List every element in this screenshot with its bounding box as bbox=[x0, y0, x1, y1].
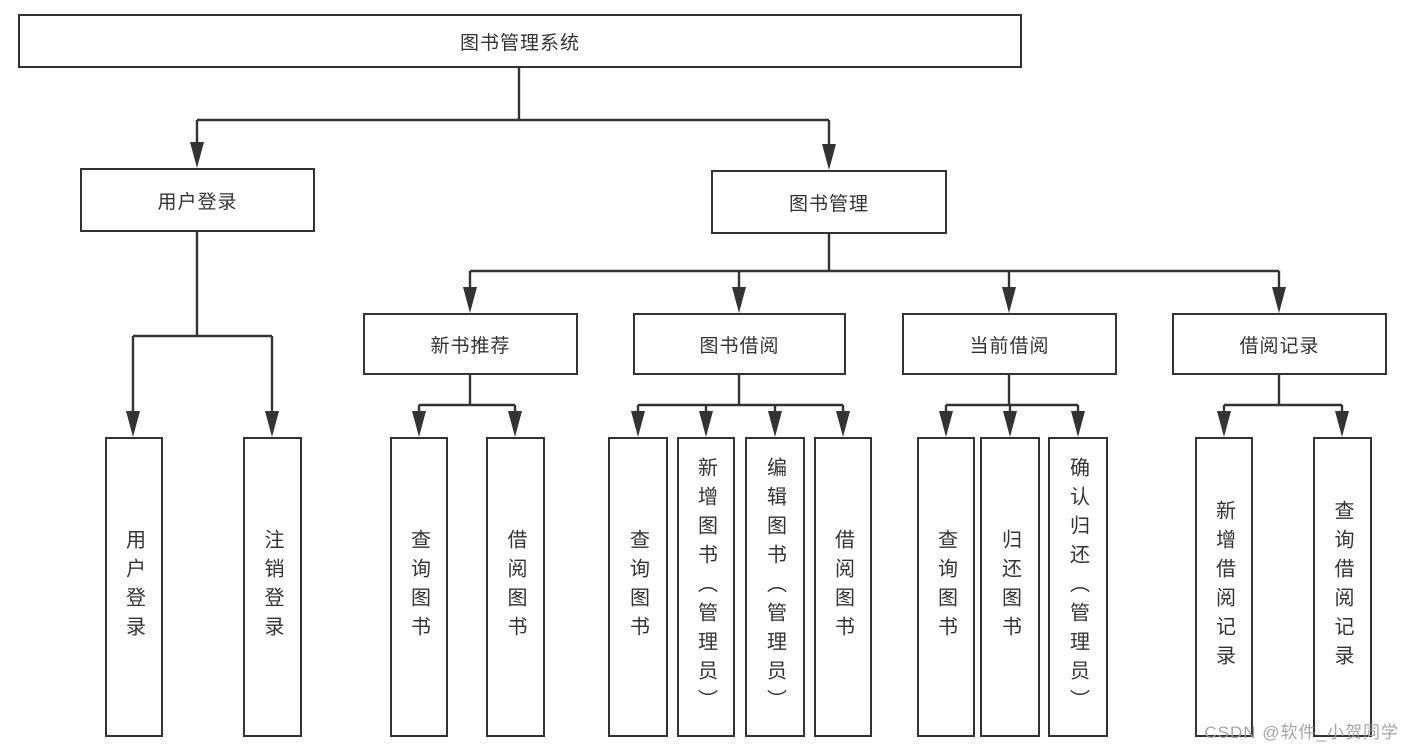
node-new-book-recommend-label: 新书推荐 bbox=[430, 335, 511, 357]
leaf-query-books-current: 查询图书 bbox=[917, 437, 975, 737]
node-new-book-recommend: 新书推荐 bbox=[363, 313, 578, 375]
leaf-return-books: 归还图书 bbox=[980, 437, 1040, 737]
node-current-borrowing: 当前借阅 bbox=[902, 313, 1117, 375]
leaf-query-books-recommend: 查询图书 bbox=[390, 437, 448, 737]
csdn-watermark: CSDN @软件_小贺同学 bbox=[1204, 723, 1399, 742]
leaf-query-borrow-record-label: 查询借阅记录 bbox=[1331, 500, 1353, 674]
leaf-edit-books-admin: 编辑图书（管理员） bbox=[745, 437, 805, 737]
node-user-login: 用户登录 bbox=[80, 168, 315, 232]
node-book-management-label: 图书管理 bbox=[788, 193, 869, 215]
leaf-query-books-current-label: 查询图书 bbox=[934, 529, 957, 645]
leaf-user-login: 用户登录 bbox=[105, 437, 163, 737]
leaf-edit-books-admin-label: 编辑图书（管理员） bbox=[763, 456, 786, 718]
leaf-add-borrow-record: 新增借阅记录 bbox=[1195, 437, 1253, 737]
leaf-borrow-books-borrowing-label: 借阅图书 bbox=[831, 529, 854, 645]
leaf-borrow-books-recommend: 借阅图书 bbox=[486, 437, 545, 737]
node-current-borrowing-label: 当前借阅 bbox=[969, 335, 1050, 357]
node-book-management: 图书管理 bbox=[711, 170, 947, 234]
node-root-library-system: 图书管理系统 bbox=[18, 14, 1022, 68]
leaf-logout: 注销登录 bbox=[243, 437, 302, 737]
node-borrowing-records-label: 借阅记录 bbox=[1239, 335, 1320, 357]
leaf-add-borrow-record-label: 新增借阅记录 bbox=[1212, 500, 1235, 674]
leaf-confirm-return-admin: 确认归还（管理员） bbox=[1048, 437, 1108, 737]
leaf-query-books-recommend-label: 查询图书 bbox=[407, 529, 430, 645]
leaf-borrow-books-recommend-label: 借阅图书 bbox=[504, 529, 526, 645]
leaf-query-borrow-record: 查询借阅记录 bbox=[1313, 437, 1372, 737]
leaf-borrow-books-borrowing: 借阅图书 bbox=[814, 437, 872, 737]
node-book-borrowing: 图书借阅 bbox=[633, 313, 846, 375]
connector-paths bbox=[131, 68, 1344, 415]
connector-arrowheads bbox=[126, 142, 1349, 437]
node-user-login-label: 用户登录 bbox=[157, 191, 238, 213]
leaf-user-login-label: 用户登录 bbox=[122, 529, 145, 645]
leaf-return-books-label: 归还图书 bbox=[998, 529, 1021, 645]
leaf-confirm-return-admin-label: 确认归还（管理员） bbox=[1066, 456, 1089, 718]
node-borrowing-records: 借阅记录 bbox=[1172, 313, 1387, 375]
leaf-query-books-borrowing-label: 查询图书 bbox=[626, 529, 649, 645]
node-book-borrowing-label: 图书借阅 bbox=[699, 335, 780, 357]
leaf-add-books-admin-label: 新增图书（管理员） bbox=[694, 456, 717, 718]
leaf-logout-label: 注销登录 bbox=[261, 529, 283, 645]
leaf-query-books-borrowing: 查询图书 bbox=[608, 437, 668, 737]
node-root-label: 图书管理系统 bbox=[459, 32, 580, 54]
leaf-add-books-admin: 新增图书（管理员） bbox=[677, 437, 735, 737]
